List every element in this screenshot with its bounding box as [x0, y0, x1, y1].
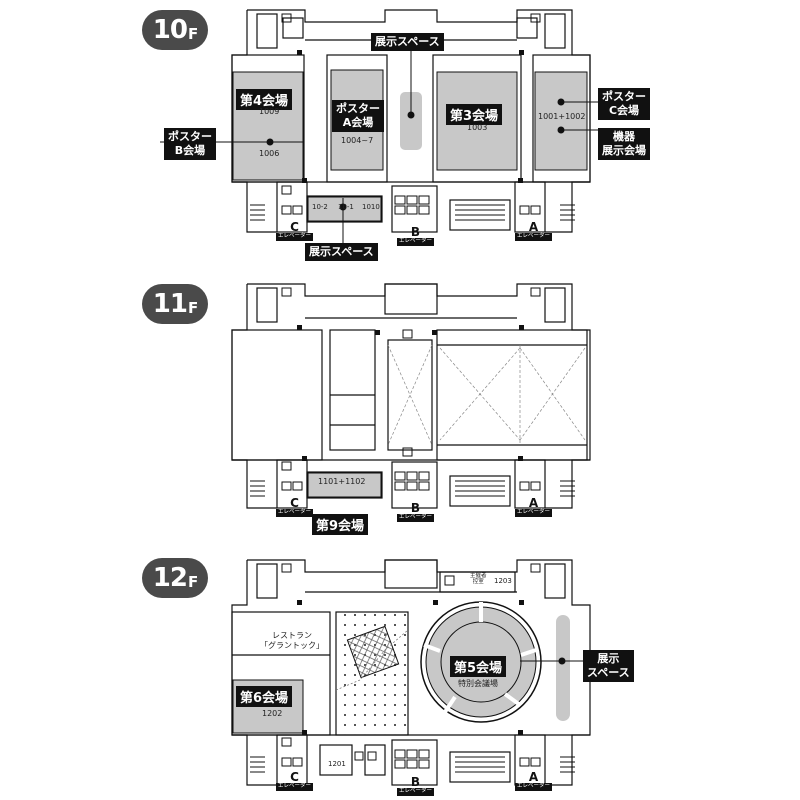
- room-1202: 1202: [262, 709, 283, 718]
- floor-suffix: F: [187, 25, 198, 43]
- host-room: 主催者控室: [470, 573, 487, 585]
- callout-exhibit-space-bottom: 展示スペース: [305, 243, 378, 261]
- hall-6-title: 第6会場: [236, 686, 293, 707]
- floor-12f-highlights: [232, 601, 570, 735]
- floor-number: 12: [152, 563, 188, 593]
- callout-exhibit-space-top: 展示スペース: [371, 33, 444, 51]
- floor-11f-stairs: [250, 287, 575, 497]
- room-1006: 1006: [259, 149, 280, 158]
- room-1101-1102: 1101+1102: [318, 477, 366, 486]
- room-1003: 1003: [467, 123, 488, 132]
- floor-suffix: F: [187, 573, 198, 591]
- room-1004-7: 1004~7: [341, 136, 374, 145]
- callout-exhibit-space-12f: 展示スペース: [583, 650, 634, 682]
- hall-3-title: 第3会場: [446, 104, 503, 125]
- floor-12f-pins: [297, 600, 566, 735]
- hall-4-title: 第4会場: [236, 89, 293, 110]
- room-1001-1002: 1001+1002: [538, 112, 586, 121]
- room-10-1: 10-1: [338, 203, 354, 211]
- floor-10f-pins: [266, 50, 565, 211]
- floor-12f-stairs: [250, 563, 600, 773]
- floor-11f-posts: [297, 325, 524, 461]
- hall-5-title: 第5会場: [450, 656, 507, 677]
- hall-5-subtitle: 特別会議場: [458, 679, 498, 688]
- room-10-2: 10-2: [312, 203, 328, 211]
- callout-equipment-exhibit: 機器展示会場: [598, 128, 650, 160]
- floor-11f-details: [387, 344, 586, 446]
- floor-suffix: F: [187, 299, 198, 317]
- restaurant-name: レストラン「グラントック」: [260, 631, 324, 650]
- room-1009: 1009: [259, 107, 280, 116]
- room-1201: 1201: [328, 760, 346, 768]
- room-1203: 1203: [494, 577, 512, 585]
- floor-11f-plan: [231, 283, 591, 509]
- floor-12f-plan: [231, 559, 591, 786]
- floor-number: 10: [152, 15, 188, 45]
- floor-11f-highlights: [307, 472, 382, 498]
- floor-number: 11: [152, 289, 188, 319]
- room-1010: 1010: [362, 203, 380, 211]
- hall-9-title: 第9会場: [312, 514, 369, 535]
